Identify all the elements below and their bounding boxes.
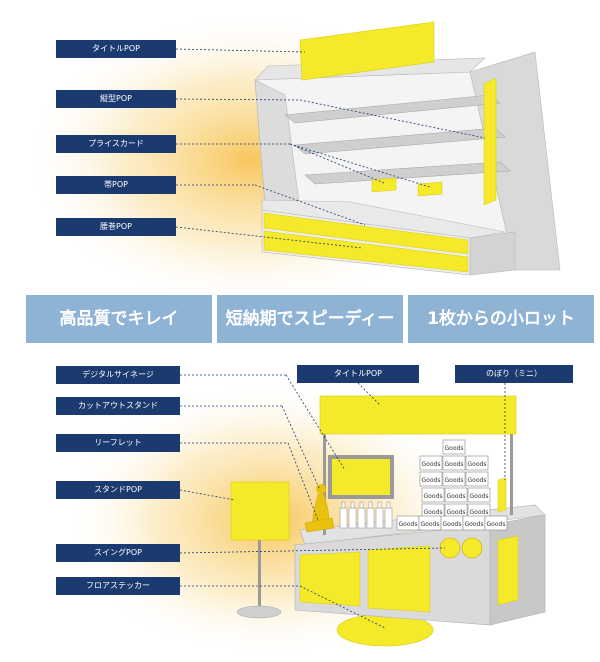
label-waist-pop: 腰巻POP xyxy=(56,218,176,236)
banner-speed: 短納期でスピーディー xyxy=(217,295,403,343)
banner-quality: 高品質でキレイ xyxy=(26,295,212,343)
goods-box xyxy=(442,439,466,455)
label-display-title-pop: タイトルPOP xyxy=(297,365,419,383)
label-cutout-stand: カットアウトスタンド xyxy=(56,397,180,415)
label-vertical-pop: 縦型POP xyxy=(56,90,176,108)
label-leaflet: リーフレット xyxy=(56,434,180,452)
goods-box-label: Goods xyxy=(422,477,441,484)
goods-box-label: Goods xyxy=(447,493,466,500)
label-floor-sticker: フロアステッカー xyxy=(56,577,180,595)
goods-box-label: Goods xyxy=(422,461,441,468)
goods-box-label: Goods xyxy=(443,521,462,528)
label-stand-pop: スタンドPOP xyxy=(56,481,180,499)
label-nobori-mini: のぼり（ミニ） xyxy=(455,365,573,383)
label-band-pop: 帯POP xyxy=(56,176,176,194)
goods-box xyxy=(419,471,443,487)
goods-box-label: Goods xyxy=(487,521,506,528)
label-digital-signage: デジタルサイネージ xyxy=(56,366,180,384)
goods-box-label: Goods xyxy=(424,509,443,516)
goods-box-label: Goods xyxy=(445,445,464,452)
goods-box xyxy=(465,471,489,487)
goods-box-label: Goods xyxy=(424,493,443,500)
goods-box-label: Goods xyxy=(399,521,418,528)
goods-box xyxy=(421,487,445,503)
refrigerated-shelf xyxy=(254,21,561,276)
goods-box-label: Goods xyxy=(468,461,487,468)
goods-box xyxy=(419,455,443,471)
goods-box-label: Goods xyxy=(468,477,487,484)
label-title-pop: タイトルPOP xyxy=(56,40,176,58)
goods-box-label: Goods xyxy=(445,477,464,484)
goods-box xyxy=(484,515,508,531)
goods-box xyxy=(444,487,468,503)
goods-box xyxy=(442,471,466,487)
goods-box xyxy=(467,487,491,503)
goods-box-label: Goods xyxy=(445,461,464,468)
label-swing-pop: スイングPOP xyxy=(56,544,180,562)
goods-box-label: Goods xyxy=(470,509,489,516)
goods-box-label: Goods xyxy=(421,521,440,528)
goods-box xyxy=(442,455,466,471)
banner-small-lot: 1枚からの小ロット xyxy=(408,295,594,343)
goods-box-label: Goods xyxy=(470,493,489,500)
goods-box-label: Goods xyxy=(447,509,466,516)
bottom-leader-lines xyxy=(179,374,506,629)
goods-box-label: Goods xyxy=(465,521,484,528)
top-leader-lines xyxy=(175,48,486,249)
goods-box xyxy=(465,455,489,471)
label-price-card: プライスカード xyxy=(56,135,176,153)
